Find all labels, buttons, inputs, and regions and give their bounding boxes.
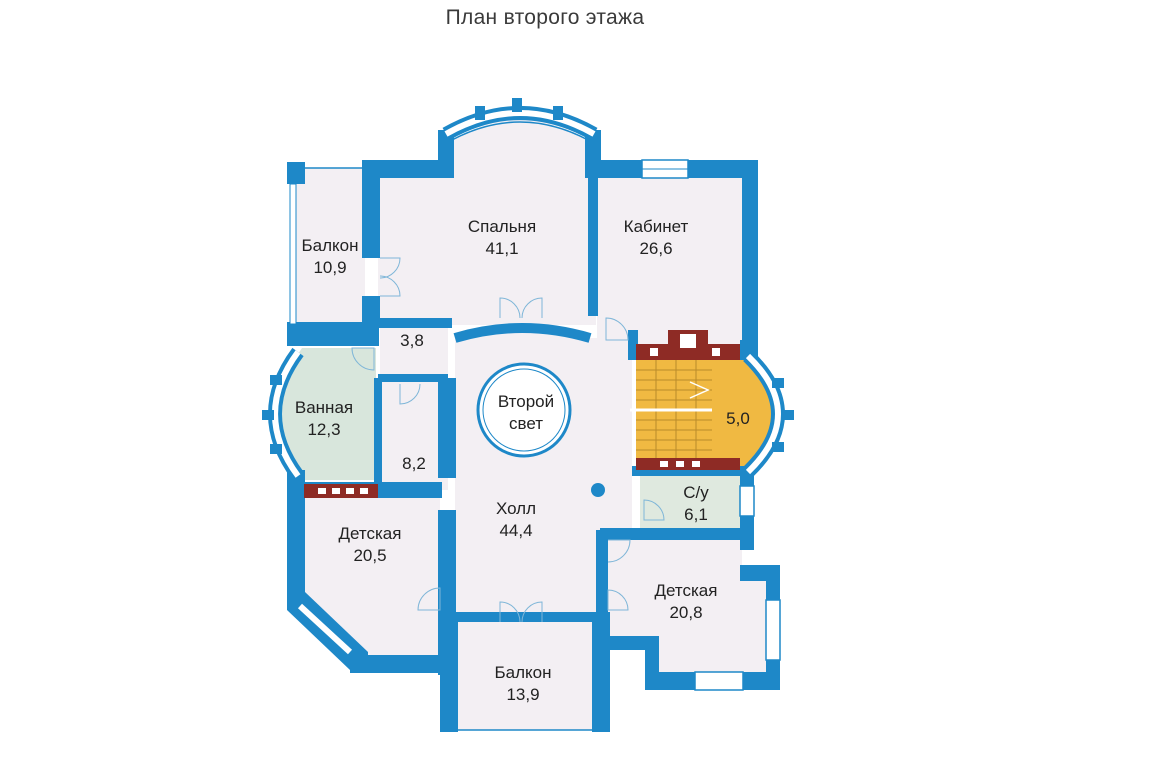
second-light-name-1: Второй [498,392,554,411]
balcony-south-area: 13,9 [506,685,539,704]
office-area: 26,6 [639,239,672,258]
bedroom-floor [378,178,596,325]
second-light-void [476,362,572,458]
wc-floor [640,474,740,532]
bathroom-floor [302,348,376,480]
wc-name: С/у [683,483,709,502]
bedroom-name: Спальня [468,217,536,236]
balcony-west-name: Балкон [301,236,358,255]
room-labels: Балкон 10,9 Спальня 41,1 Кабинет 26,6 3,… [295,217,750,704]
wc-area: 6,1 [684,505,708,524]
staircase [630,360,774,468]
second-light-name-2: свет [509,414,543,433]
office-floor [597,178,745,350]
hall-area: 44,4 [499,521,532,540]
dressing-area: 8,2 [402,454,426,473]
balcony-west-area: 10,9 [313,258,346,277]
windows [262,98,794,731]
column [591,483,605,497]
kids-east-name: Детская [655,581,718,600]
bathroom-area: 12,3 [307,420,340,439]
kids-west-area: 20,5 [353,546,386,565]
bathroom-name: Ванная [295,398,353,417]
kids-east-floor [603,538,770,678]
office-name: Кабинет [624,217,689,236]
page-title: План второго этажа [445,6,645,29]
stair-floor [636,360,774,468]
hall-name: Холл [496,499,536,518]
kids-west-floor [302,498,440,658]
doors [351,257,665,623]
balcony-south-floor [455,622,595,730]
bedroom-bay-floor [452,120,588,178]
dressing-floor [380,382,448,490]
closet-area: 3,8 [400,331,424,350]
stair-area: 5,0 [726,409,750,428]
kids-east-area: 20,8 [669,603,702,622]
balcony-west-floor [290,168,365,323]
kids-west-name: Детская [339,524,402,543]
bedroom-area: 41,1 [485,239,518,258]
balcony-south-name: Балкон [494,663,551,682]
